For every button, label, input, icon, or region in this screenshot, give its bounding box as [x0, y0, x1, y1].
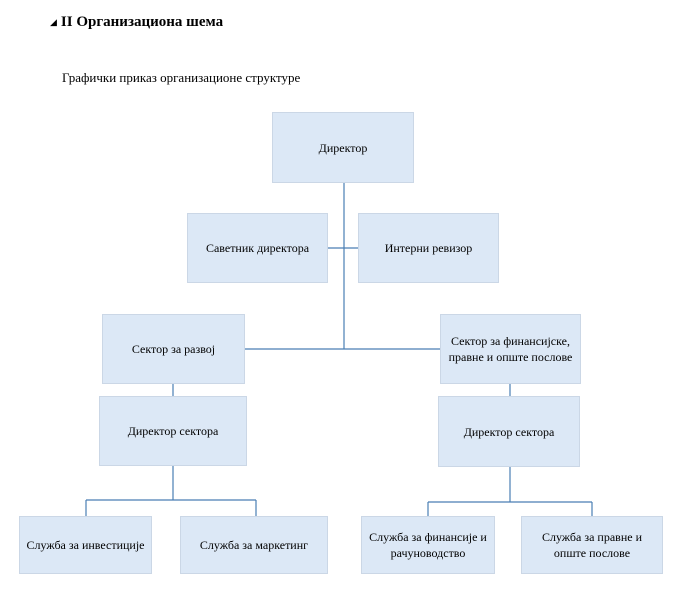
- box-service-marketing: Служба за маркетинг: [180, 516, 328, 574]
- box-sector-development: Сектор за развој: [102, 314, 245, 384]
- section-heading: ◢ II Организациона шема: [50, 14, 223, 31]
- box-sector-finance-legal: Сектор за финансијске, правне и опште по…: [440, 314, 581, 384]
- section-subtitle: Графички приказ организационе структуре: [62, 70, 301, 85]
- box-internal-auditor: Интерни ревизор: [358, 213, 499, 283]
- box-advisor: Саветник директора: [187, 213, 328, 283]
- collapse-triangle-icon[interactable]: ◢: [50, 17, 57, 27]
- box-sector-finance-director: Директор сектора: [438, 396, 580, 467]
- box-director: Директор: [272, 112, 414, 183]
- box-service-finance-accounting: Служба за финансије и рачуноводство: [361, 516, 495, 574]
- section-title: II Организациона шема: [60, 14, 224, 30]
- box-sector-development-director: Директор сектора: [99, 396, 247, 466]
- box-service-investments: Служба за инвестиције: [19, 516, 152, 574]
- box-service-legal-general: Служба за правне и опште послове: [521, 516, 663, 574]
